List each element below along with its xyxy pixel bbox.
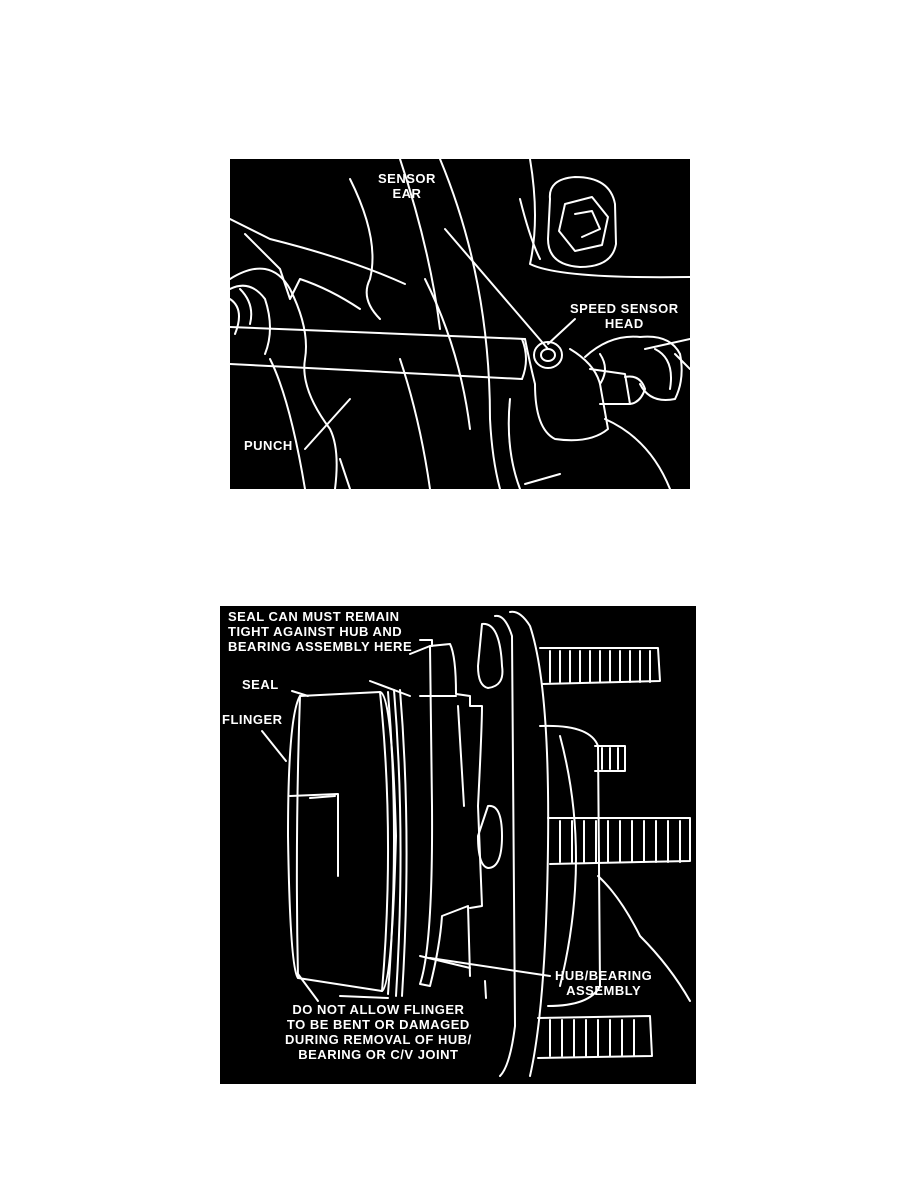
wheel-studs-icon xyxy=(537,647,691,1059)
hub-bearing-leader xyxy=(429,957,551,977)
sensor-ear-label-line: SENSOR xyxy=(378,171,436,186)
sensor-ear-label: SENSOR EAR xyxy=(378,171,436,201)
flinger-label: FLINGER xyxy=(222,712,283,727)
hub-bearing-label-line: ASSEMBLY xyxy=(566,983,642,998)
seal-can-label: SEAL CAN MUST REMAIN TIGHT AGAINST HUB A… xyxy=(228,609,412,654)
seal-can-leader xyxy=(369,680,411,697)
speed-sensor-figure: SENSOR EAR SPEED SENSOR HEAD PUNCH xyxy=(230,159,690,489)
seal-can-leader-top xyxy=(419,639,433,647)
flinger-warning-leader xyxy=(297,973,319,1002)
do-not-allow-flinger-label: DO NOT ALLOW FLINGER TO BE BENT OR DAMAG… xyxy=(285,1002,472,1062)
seal-label: SEAL xyxy=(242,677,279,692)
seal-leader xyxy=(291,690,309,697)
do-not-allow-label-line: TO BE BENT OR DAMAGED xyxy=(286,1017,470,1032)
speed-sensor-head-label-line: HEAD xyxy=(604,316,644,331)
do-not-allow-label-line: DURING REMOVAL OF HUB/ xyxy=(285,1032,472,1047)
hub-bearing-seal-figure: SEAL CAN MUST REMAIN TIGHT AGAINST HUB A… xyxy=(220,606,696,1084)
do-not-allow-label-line: BEARING OR C/V JOINT xyxy=(298,1047,459,1062)
do-not-allow-leader xyxy=(484,980,487,999)
speed-sensor-icon xyxy=(524,335,690,442)
speed-sensor-head-label: SPEED SENSOR HEAD xyxy=(570,301,679,331)
punch-label: PUNCH xyxy=(244,438,293,453)
flinger-leader xyxy=(261,730,287,762)
bolt-head-icon xyxy=(547,176,617,268)
hub-bearing-label: HUB/BEARING ASSEMBLY xyxy=(555,968,652,998)
punch-tool-icon xyxy=(230,284,527,380)
bearing-hub-icon xyxy=(409,643,483,987)
hub-bearing-label-line: HUB/BEARING xyxy=(555,968,653,983)
punch-leader xyxy=(304,398,351,450)
speed-sensor-illustration xyxy=(230,159,690,489)
do-not-allow-label-line: DO NOT ALLOW FLINGER xyxy=(292,1002,465,1017)
speed-sensor-head-label-line: SPEED SENSOR xyxy=(570,301,679,316)
seal-can-label-line: TIGHT AGAINST HUB AND xyxy=(228,624,403,639)
hub-bearing-illustration xyxy=(261,610,691,1077)
seal-flinger-icon xyxy=(287,689,408,999)
hub-flange-icon xyxy=(477,610,691,1077)
seal-can-label-line: BEARING ASSEMBLY HERE xyxy=(228,639,413,654)
sensor-ear-leader xyxy=(444,228,549,350)
seal-can-label-line: SEAL CAN MUST REMAIN xyxy=(228,609,400,624)
speed-sensor-head-leader xyxy=(547,318,576,345)
sensor-ear-label-line: EAR xyxy=(392,186,422,201)
